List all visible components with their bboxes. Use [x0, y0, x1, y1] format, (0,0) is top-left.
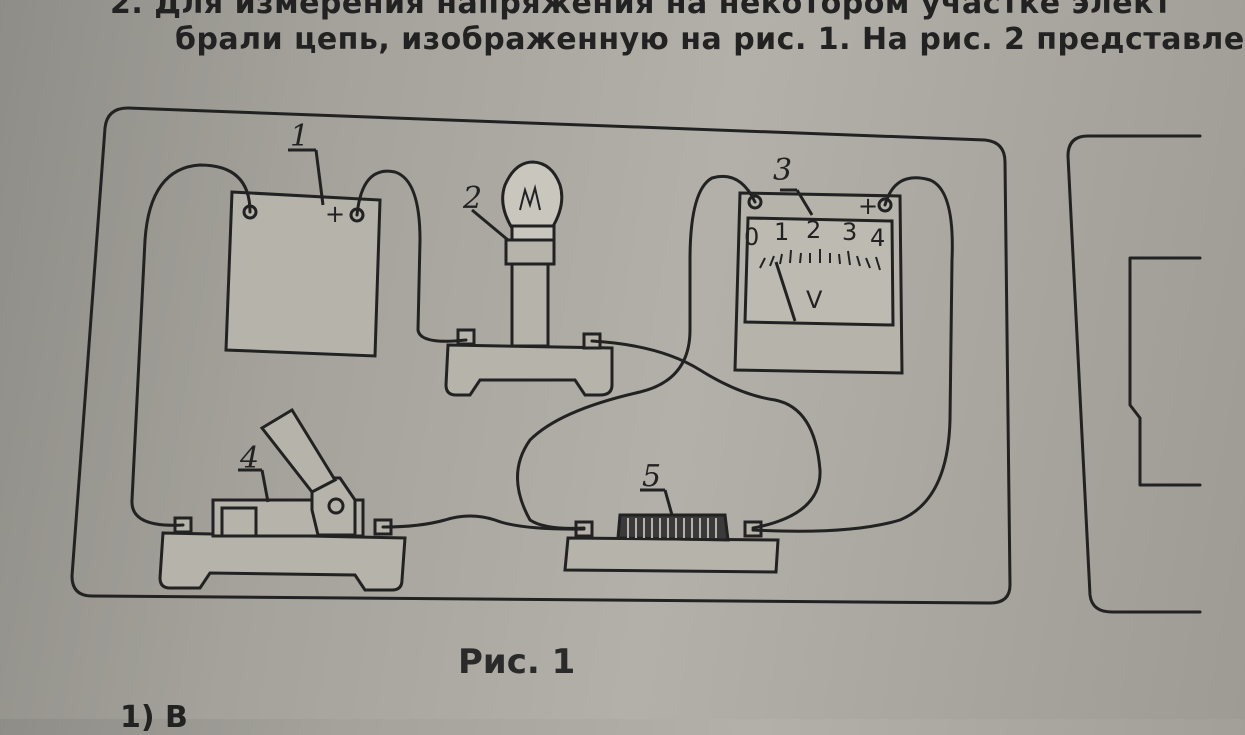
problem-text-line-1: 2. Для измерения напряжения на некотором…: [110, 0, 1172, 21]
rheostat: [563, 513, 780, 574]
wires: [130, 163, 954, 533]
voltmeter: [733, 188, 904, 375]
voltmeter-scale-ticks: [759, 249, 881, 271]
scale-label-2: 2: [806, 216, 821, 244]
label-rheostat: 5: [642, 459, 661, 494]
label-switch: 4: [239, 441, 259, 476]
voltmeter-unit: V: [806, 286, 823, 314]
switch: [158, 407, 407, 592]
figure-frame: [70, 106, 1012, 605]
label-voltmeter: 3: [773, 153, 792, 188]
scale-label-0: 0: [744, 223, 759, 251]
battery-plus-sign: +: [325, 200, 345, 228]
lamp-bulb: [501, 160, 564, 242]
scale-label-3: 3: [842, 218, 857, 246]
battery: [224, 148, 382, 358]
figure-2-shape: [1128, 256, 1202, 487]
circuit-figure: 1 + 2 3 + 0 1: [70, 106, 1202, 614]
problem-text-line-2: брали цепь, изображенную на рис. 1. На р…: [175, 22, 1245, 57]
problem-text-line-3: 1) В: [120, 700, 188, 735]
figure-caption: Рис. 1: [458, 642, 576, 682]
figure-2-frame-edge: [1066, 134, 1202, 614]
voltmeter-plus-sign: +: [858, 192, 878, 220]
scale-label-1: 1: [774, 218, 789, 246]
lamp-stand: [444, 238, 614, 397]
label-battery: 1: [290, 119, 309, 154]
rheostat-coil: [627, 518, 717, 538]
label-lamp: 2: [462, 181, 482, 216]
voltmeter-needle: [774, 261, 797, 322]
scale-label-4: 4: [870, 224, 885, 252]
